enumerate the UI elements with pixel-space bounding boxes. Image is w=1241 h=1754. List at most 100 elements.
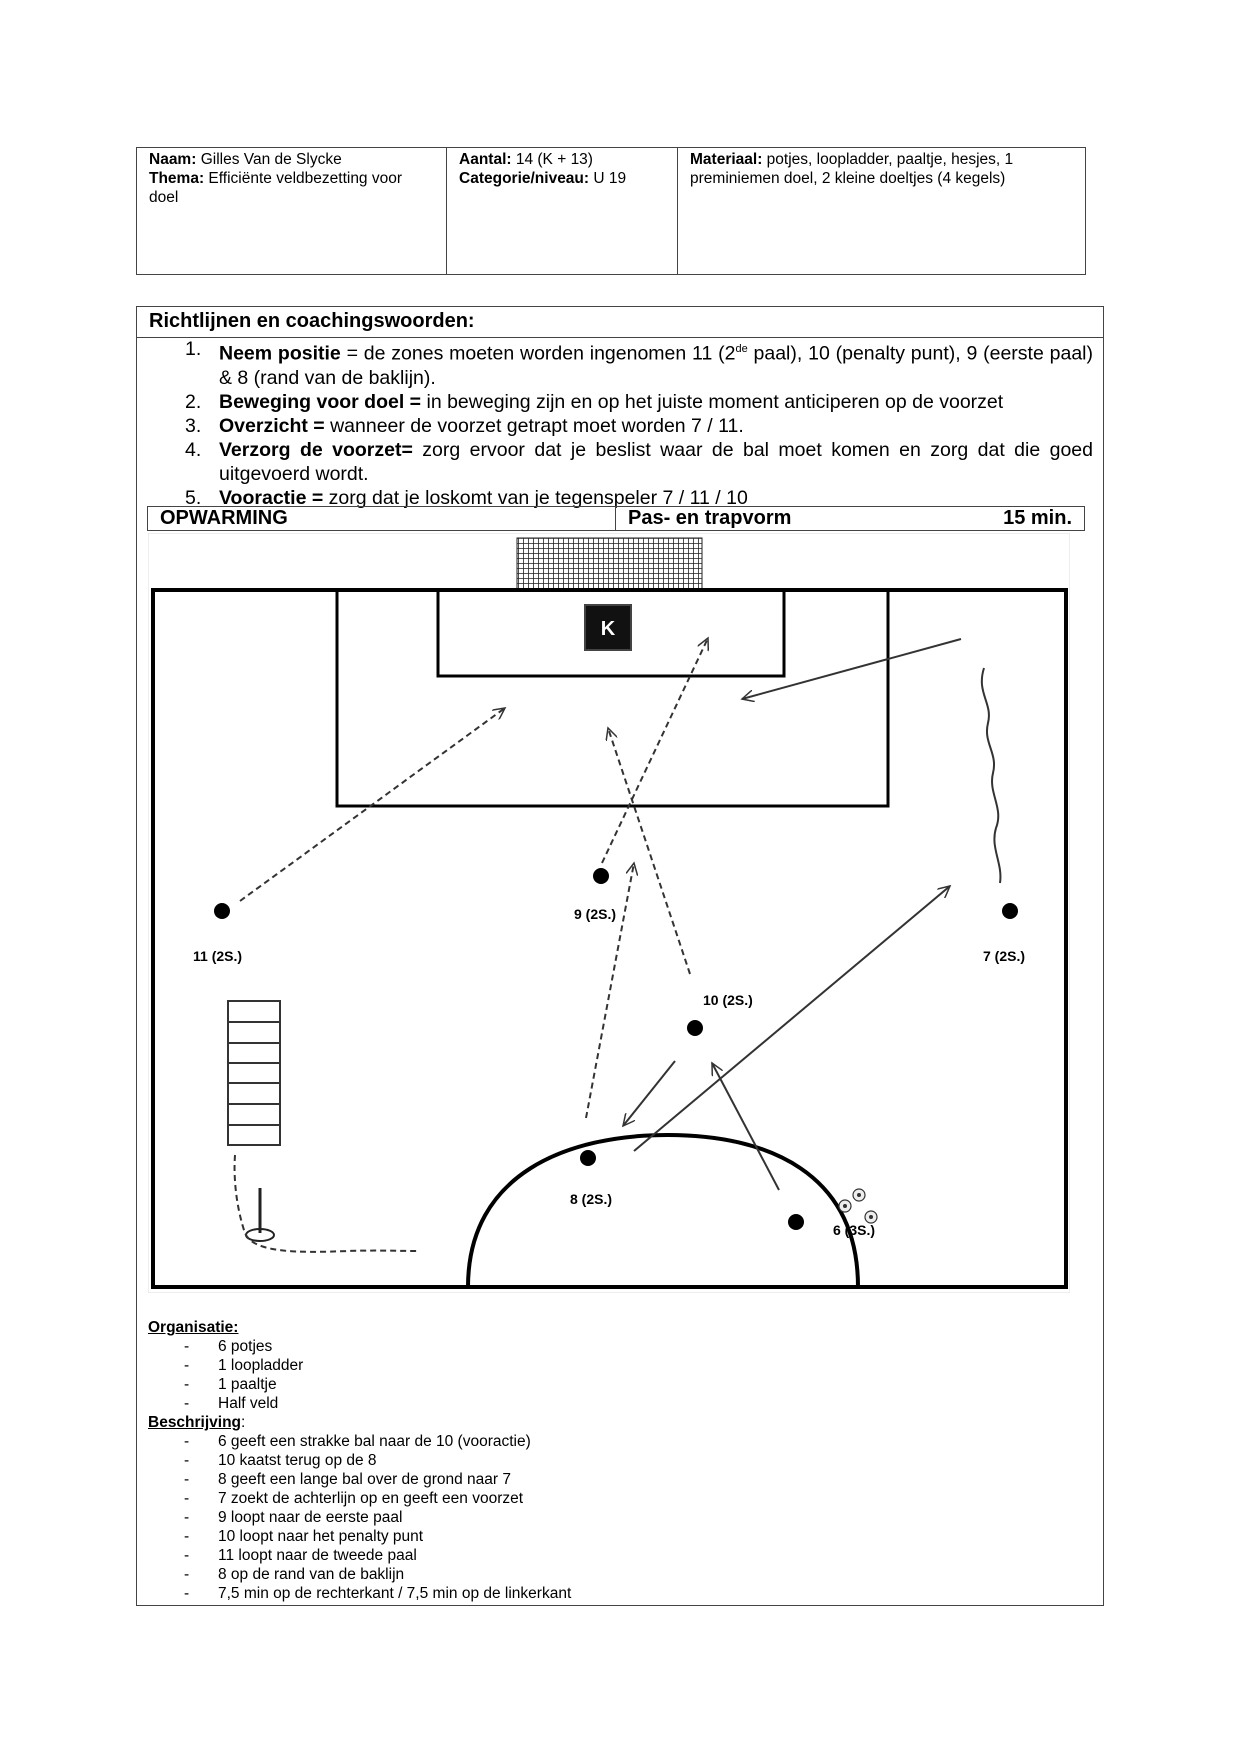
richtlijnen-list: 1. Neem positie = de zones moeten worden…	[185, 337, 1093, 510]
list-item: 2. Beweging voor doel = in beweging zijn…	[185, 390, 1093, 414]
materiaal-label: Materiaal:	[690, 151, 763, 168]
list-item: - 8 geeft een lange bal over de grond naa…	[148, 1470, 571, 1489]
list-item: -6 geeft een strakke bal naar de 10 (voo…	[148, 1432, 571, 1451]
item-text: 11 loopt naar de tweede paal	[218, 1547, 417, 1564]
bullet: -	[184, 1490, 190, 1507]
header-cell-materiaal: Materiaal: potjes, loopladder, paaltje, …	[678, 148, 1085, 274]
item-number: 1.	[185, 338, 202, 360]
item-text: 10 kaatst terug op de 8	[218, 1452, 377, 1469]
list-item: -9 loopt naar de eerste paal	[148, 1508, 571, 1527]
item-text-part: = de zones moeten worden ingenomen 11 (2	[340, 342, 736, 365]
player-9: 9 (2S.)	[574, 866, 616, 922]
item-text-part: paal), 10 (penalty punt), 9 (eerste paal…	[219, 342, 1093, 389]
richtlijnen-title: Richtlijnen en coachingswoorden:	[149, 310, 475, 332]
player-8: 8 (2S.)	[570, 1148, 612, 1207]
field-diagram: K 11 (2S.) 9 (2S.)	[148, 533, 1070, 1293]
vorm-label: Pas- en trapvorm	[628, 507, 792, 529]
opwarming-info: Pas- en trapvorm 15 min.	[616, 507, 1084, 530]
list-item: 3. Overzicht = wanneer de voorzet getrap…	[185, 414, 1093, 438]
item-keyword: Overzicht =	[219, 414, 325, 437]
player-6: 6 (3S.)	[784, 1212, 875, 1238]
goal-net	[516, 537, 703, 591]
exercise-box: Richtlijnen en coachingswoorden: 1. Neem…	[136, 306, 1104, 1606]
list-item: - 6 potjes	[148, 1337, 571, 1356]
item-text-part: wanneer de voorzet getrapt moet worden 7…	[324, 414, 744, 437]
item-text-part: in beweging zijn en op het juiste moment…	[421, 390, 1004, 413]
list-item: -10 kaatst terug op de 8	[148, 1451, 571, 1470]
item-text-part: zorg ervoor dat je beslist waar de bal m…	[219, 438, 1093, 485]
title-suffix: :	[241, 1414, 246, 1431]
run-arrow-8	[585, 863, 634, 1119]
item-text: 1 paaltje	[218, 1376, 277, 1393]
item-number: 3.	[185, 414, 202, 437]
pass-arrow-6	[711, 1063, 780, 1191]
bullet: -	[184, 1376, 190, 1393]
list-item: -7 zoekt de achterlijn op en geeft een v…	[148, 1489, 571, 1508]
item-text: Vooractie = zorg dat je loskomt van je t…	[219, 486, 1093, 510]
bullet: -	[184, 1357, 190, 1374]
run-arrow-9	[601, 638, 708, 864]
item-text: Beweging voor doel = in beweging zijn en…	[219, 390, 1093, 414]
item-keyword: Beweging voor doel =	[219, 390, 422, 413]
list-item: - 1 loopladder	[148, 1356, 571, 1375]
item-keyword: Vooractie =	[219, 486, 324, 509]
divider	[137, 337, 1103, 338]
ladder-run-path	[233, 1154, 419, 1253]
materiaal-value: potjes, loopladder, paaltje, hesjes, 1 p…	[690, 151, 1014, 187]
run-arrow-11	[239, 708, 505, 902]
list-item: - Half veld	[148, 1394, 571, 1413]
list-item: - 7,5 min op de rechterkant / 7,5 min op …	[148, 1584, 571, 1603]
bullet: -	[184, 1509, 190, 1526]
list-item: - 11 loopt naar de tweede paal	[148, 1546, 571, 1565]
keeper-label: K	[601, 618, 616, 640]
organisatie-section: Organisatie: -6 potjes -1 loopladder -1 …	[148, 1318, 571, 1603]
aantal-value: 14 (K + 13)	[511, 151, 593, 168]
keeper-icon: K	[584, 604, 632, 651]
item-superscript: de	[735, 343, 748, 355]
ladder-icon	[227, 1000, 281, 1146]
thema-value: Efficiënte veldbezetting voor doel	[149, 170, 403, 206]
pole-icon	[245, 1188, 275, 1242]
organisatie-list: - 6 potjes - 1 loopladder - 1 paaltje - Half…	[148, 1337, 571, 1413]
list-item: - 1 paaltje	[148, 1375, 571, 1394]
item-text: 6 geeft een strakke bal naar de 10 (voor…	[218, 1433, 531, 1450]
opwarming-bar: OPWARMING Pas- en trapvorm 15 min.	[147, 506, 1085, 531]
item-number: 5.	[185, 486, 202, 509]
item-text: 1 loopladder	[218, 1357, 304, 1374]
item-number: 4.	[185, 438, 202, 461]
baklijn-arc	[466, 1132, 860, 1288]
pass-arrow-8	[633, 886, 950, 1152]
player-label: 11 (2S.)	[193, 948, 242, 964]
item-keyword: Neem positie	[219, 342, 341, 365]
balls-icon	[838, 1188, 878, 1224]
item-text: 8 geeft een lange bal over de grond naar…	[218, 1471, 512, 1488]
item-text: 6 potjes	[218, 1338, 273, 1355]
bullet: -	[184, 1585, 190, 1602]
player-7: 7 (2S.)	[983, 901, 1025, 964]
bullet: -	[184, 1471, 190, 1488]
list-item: 1. Neem positie = de zones moeten worden…	[185, 337, 1093, 390]
run-arrow-10	[608, 728, 691, 975]
categorie-value: U 19	[589, 170, 627, 187]
player-11: 11 (2S.)	[193, 901, 242, 964]
bullet: -	[184, 1338, 190, 1355]
item-text-part: zorg dat je loskomt van je tegenspeler 7…	[323, 486, 748, 509]
aantal-label: Aantal:	[459, 151, 512, 168]
header-cell-naam-thema: Naam: Gilles Van de Slycke Thema: Effici…	[137, 148, 447, 274]
naam-value: Gilles Van de Slycke	[196, 151, 342, 168]
categorie-label: Categorie/niveau:	[459, 170, 590, 187]
beschrijving-heading: Beschrijving:	[148, 1413, 571, 1432]
bullet: -	[184, 1395, 190, 1412]
beschrijving-title: Beschrijving	[148, 1414, 242, 1431]
player-label: 9 (2S.)	[574, 906, 616, 922]
duur-label: 15 min.	[1003, 507, 1072, 529]
item-text: Half veld	[218, 1395, 279, 1412]
bullet: -	[184, 1547, 190, 1564]
pass-arrow-7	[742, 638, 962, 699]
item-text: 7,5 min op de rechterkant / 7,5 min op d…	[218, 1585, 572, 1602]
pitch-outline	[151, 588, 1068, 1289]
opwarming-label: OPWARMING	[148, 507, 616, 530]
item-text: Overzicht = wanneer de voorzet getrapt m…	[219, 414, 1093, 438]
item-text: Verzorg de voorzet= zorg ervoor dat je b…	[219, 438, 1093, 486]
item-text: 10 loopt naar het penalty punt	[218, 1528, 424, 1545]
